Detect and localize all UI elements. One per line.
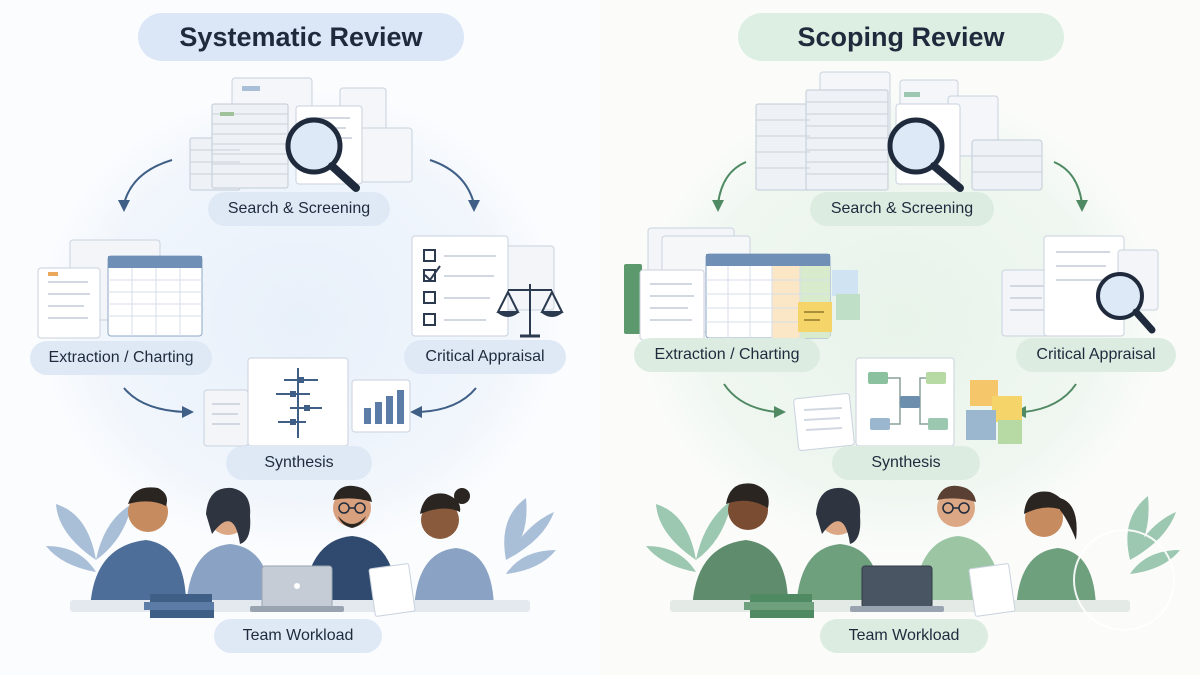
flow-arrows: [123, 159, 477, 413]
sticky-notes-icon: [966, 380, 1022, 444]
step-label-extraction: Extraction / Charting: [30, 341, 212, 375]
bar-chart-icon: [351, 379, 411, 433]
person-4: [1016, 491, 1096, 612]
sticky-notes-icon: [798, 270, 860, 332]
panel-title: Systematic Review: [138, 13, 464, 61]
data-table-icon: [37, 239, 203, 339]
document-stack-icon: [189, 77, 413, 191]
panel-title: Scoping Review: [738, 13, 1064, 61]
team-illustration: [670, 483, 1130, 618]
arrow-heads: [118, 200, 480, 418]
paper-icon: [368, 563, 416, 617]
book-stack-icon: [744, 594, 814, 618]
plant-icon: [1127, 496, 1180, 574]
concept-map-icon: [793, 357, 955, 451]
paper-icon: [968, 563, 1016, 617]
step-label-search: Search & Screening: [810, 192, 994, 226]
book-stack-icon: [144, 594, 214, 618]
laptop-icon: [850, 565, 944, 612]
step-label-synthesis: Synthesis: [226, 446, 372, 480]
plant-icon: [504, 498, 556, 574]
person-2: [796, 487, 882, 612]
person-2: [186, 487, 272, 612]
forest-plot-icon: [203, 357, 349, 447]
person-4: [414, 488, 494, 612]
team-illustration: [70, 485, 530, 618]
laptop-icon: [250, 565, 344, 612]
scoping-illustration: [624, 71, 1180, 631]
plant-icon: [646, 500, 732, 572]
step-label-appraisal: Critical Appraisal: [1016, 338, 1176, 372]
systematic-review-panel: Systematic Review Search & Screening Ext…: [30, 13, 566, 653]
step-label-team: Team Workload: [214, 619, 382, 653]
flow-arrows: [717, 161, 1083, 413]
step-label-synthesis: Synthesis: [832, 446, 980, 480]
checklist-icon: [411, 235, 555, 337]
step-label-extraction: Extraction / Charting: [634, 338, 820, 372]
step-label-search: Search & Screening: [208, 192, 390, 226]
watermark-seal-icon: [1073, 529, 1175, 631]
magnifier-icon: [1096, 272, 1156, 334]
systematic-illustration: [37, 77, 564, 618]
magnifier-icon: [285, 117, 360, 192]
magnifier-icon: [887, 117, 964, 192]
step-label-appraisal: Critical Appraisal: [404, 340, 566, 374]
balance-scale-icon: [496, 284, 564, 338]
scoping-review-panel: Scoping Review Search & Screening Extrac…: [600, 0, 1200, 675]
step-label-team: Team Workload: [820, 619, 988, 653]
plant-icon: [46, 504, 132, 572]
arrow-heads: [712, 200, 1088, 418]
